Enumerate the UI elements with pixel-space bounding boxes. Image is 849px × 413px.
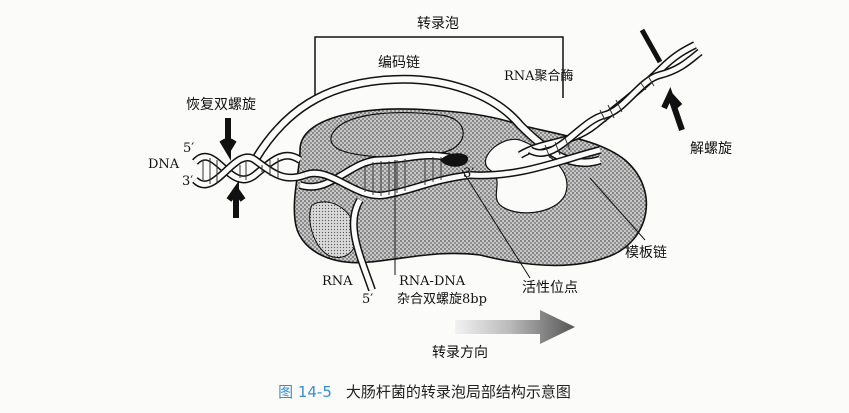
coding-strand-label: 编码链 bbox=[378, 55, 420, 71]
left-dna-helix bbox=[192, 151, 307, 189]
bubble-bracket bbox=[314, 36, 564, 98]
template-strand-label: 模板链 bbox=[625, 245, 667, 261]
direction-label: 转录方向 bbox=[432, 345, 488, 361]
rewinding-label: 恢复双螺旋 bbox=[186, 97, 256, 113]
polymerase-lobe bbox=[309, 201, 358, 258]
active-site-blob bbox=[440, 153, 469, 167]
right-dna-helix bbox=[517, 41, 703, 159]
dna-label: DNA bbox=[148, 157, 180, 172]
coding-strand-blob bbox=[330, 112, 464, 158]
figure-caption: 图 14-5 大肠杆菌的转录泡局部结构示意图 bbox=[0, 381, 849, 402]
five-prime-rna-label: 5′ bbox=[362, 292, 374, 307]
rna-polymerase-label: RNA聚合酶 bbox=[504, 69, 574, 84]
bubble-label: 转录泡 bbox=[417, 16, 459, 32]
caption-number: 图 14-5 bbox=[278, 383, 332, 401]
rna-label: RNA bbox=[322, 274, 353, 289]
hybrid-label-line1: RNA-DNA bbox=[399, 274, 466, 289]
unwinding-label: 解螺旋 bbox=[690, 141, 732, 157]
unwind-arrow-bottom bbox=[661, 86, 685, 131]
hybrid-helix bbox=[298, 151, 471, 200]
rewind-arrow-bottom bbox=[226, 180, 246, 218]
hybrid-label-line2: 杂合双螺旋8bp bbox=[397, 292, 487, 307]
three-prime-left-label: 3′ bbox=[182, 174, 194, 189]
rewind-arrow-top bbox=[219, 118, 237, 161]
caption-text: 大肠杆菌的转录泡局部结构示意图 bbox=[345, 383, 571, 401]
polymerase-channel bbox=[484, 138, 568, 214]
five-prime-left-label: 5′ bbox=[183, 141, 195, 156]
active-site-label: 活性位点 bbox=[522, 280, 578, 296]
unwind-arrow-top bbox=[639, 28, 663, 64]
direction-arrow bbox=[455, 310, 575, 344]
leader-lines bbox=[394, 160, 646, 279]
three-prime-center-label: 3′ bbox=[463, 166, 475, 181]
